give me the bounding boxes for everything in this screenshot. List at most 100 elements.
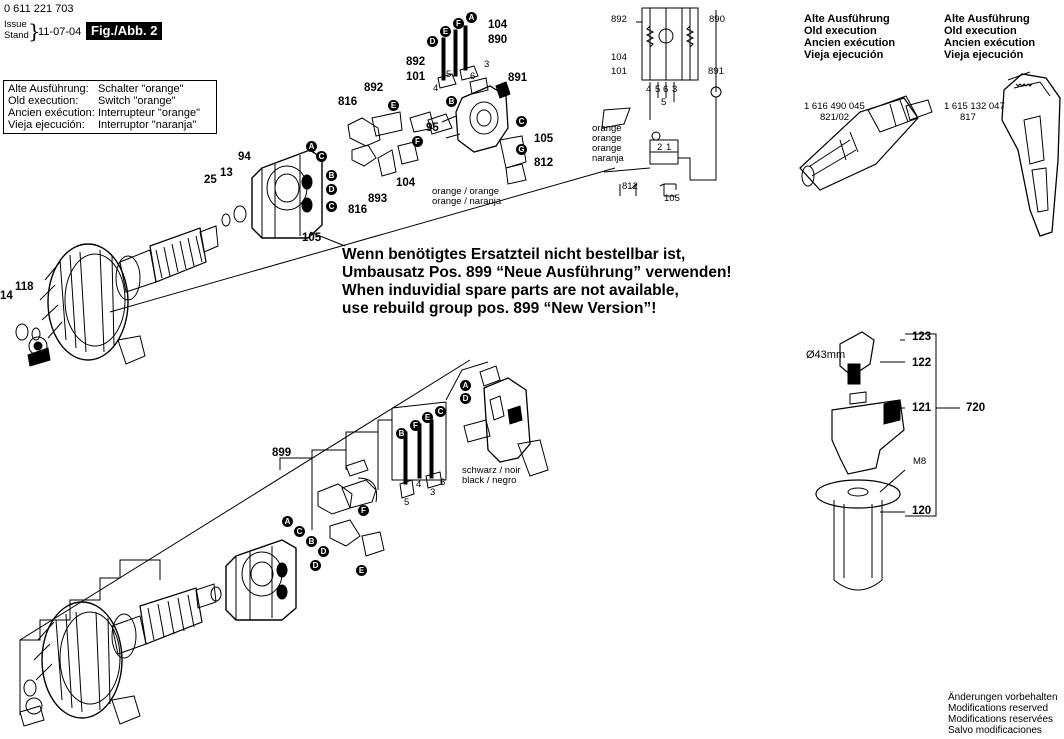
brace-glyph: } (28, 19, 41, 43)
brush-holder-upper (347, 111, 435, 177)
black-pair-label: schwarz / noir black / negro (462, 465, 521, 486)
old-right-ref: 817 (960, 112, 976, 123)
switch-box-line: Vieja ejecución:Interruptor "naranja" (8, 119, 197, 131)
badge-b: B (446, 96, 457, 107)
orange-pair-label: orange / orange orange / naranja (432, 186, 502, 207)
callout-105b: 105 (302, 232, 322, 244)
callout-13: 13 (220, 167, 233, 179)
lower-terminal-4: 4 (416, 479, 422, 490)
badge-f: F (412, 136, 423, 147)
badge-d: D (310, 560, 321, 571)
old-execution-handle (1001, 71, 1061, 237)
lower-terminal-3: 3 (430, 487, 436, 498)
badge-c: C (326, 201, 337, 212)
modifications-note: Änderungen vorbehalten Modifications res… (948, 692, 1058, 736)
wiring-terminal-3: 3 (672, 84, 678, 95)
callout-118: 118 (15, 281, 34, 293)
badge-a: A (460, 380, 471, 391)
wiring-terminal-1: 1 (666, 142, 672, 153)
callout-892: 892 (406, 56, 426, 68)
old-execution-shaft (799, 95, 933, 191)
callout-816b: 816 (348, 204, 368, 216)
rebuild-notice: Wenn benötigtes Ersatzteil nicht bestell… (342, 246, 732, 317)
callout-14: 14 (0, 290, 13, 302)
wiring-terminal-6: 6 (663, 84, 669, 95)
terminal-pins-upper (437, 25, 489, 95)
wiring-terminal-4: 4 (646, 84, 652, 95)
callout-899: 899 (272, 447, 292, 459)
switch-lower (463, 365, 549, 477)
old-left-part-number: 1 616 490 045 (804, 101, 865, 112)
badge-b: B (306, 536, 317, 547)
callout-121: 121 (912, 402, 932, 414)
badge-c: C (294, 526, 305, 537)
field-coil-upper (251, 149, 323, 239)
upper-terminal-6: 6 (470, 71, 476, 82)
figure-label: Fig./Abb. 2 (86, 22, 163, 40)
wiring-890: 890 (709, 14, 725, 25)
badge-f: F (410, 420, 421, 431)
badge-f: F (358, 505, 369, 516)
callout-720: 720 (966, 402, 986, 414)
armature-upper (115, 205, 247, 301)
wiring-892: 892 (611, 14, 627, 25)
brush-holder-lower (317, 459, 385, 557)
stand-label: Stand (4, 30, 29, 41)
old-left-ref: 821/02 (820, 112, 850, 123)
switch-upper (427, 81, 527, 185)
callout-120: 120 (912, 505, 932, 517)
side-handle (815, 331, 960, 591)
badge-b: B (326, 170, 337, 181)
callout-816: 816 (338, 96, 358, 108)
badge-d: D (318, 546, 329, 557)
issue-date: 11-07-04 (38, 26, 82, 38)
badge-e: E (422, 412, 433, 423)
callout-95: 95 (426, 122, 439, 134)
badge-a: A (306, 141, 317, 152)
gear-housing-lower (19, 601, 141, 727)
badge-g: G (516, 144, 527, 155)
badge-d: D (427, 36, 438, 47)
callout-892b: 892 (364, 82, 384, 94)
switch-box-line: Alte Ausführung:Schalter "orange" (8, 83, 184, 95)
upper-terminal-5: 5 (446, 69, 452, 80)
part-number: 0 611 221 703 (4, 3, 74, 15)
callout-812: 812 (534, 157, 554, 169)
badge-c: C (435, 406, 446, 417)
wiring-terminal-5b: 5 (661, 97, 667, 108)
field-coil-lower (225, 539, 297, 621)
wiring-812: 812 (622, 181, 638, 192)
callout-25: 25 (204, 174, 217, 186)
upper-terminal-4: 4 (433, 83, 439, 94)
callout-890: 890 (488, 34, 508, 46)
badge-c: C (516, 116, 527, 127)
upper-terminal-3: 3 (484, 59, 490, 70)
old-execution-right-label: Alte Ausführung Old execution Ancien exé… (944, 13, 1036, 61)
callout-891: 891 (508, 72, 528, 84)
callout-101: 101 (406, 71, 426, 83)
wiring-101: 101 (611, 66, 627, 77)
switch-box-line: Ancien exécution:Interrupteur "orange" (8, 107, 200, 119)
switch-box-line: Old execution:Switch "orange" (8, 95, 176, 107)
bolt-label: M8 (913, 456, 927, 467)
armature-lower (111, 583, 222, 659)
wiring-105: 105 (664, 193, 680, 204)
lower-terminal-5: 5 (404, 497, 410, 508)
badge-c: C (316, 151, 327, 162)
wiring-schematic (601, 7, 722, 197)
callout-123: 123 (912, 331, 932, 343)
wiring-terminal-2: 2 (657, 142, 663, 153)
callout-94: 94 (238, 151, 251, 163)
badge-e: E (440, 26, 451, 37)
rebuild-group-899-brackets (19, 359, 489, 715)
badge-e: E (356, 565, 367, 576)
callout-122: 122 (912, 357, 932, 369)
callout-104b: 104 (396, 177, 416, 189)
wiring-terminal-5: 5 (655, 84, 661, 95)
gear-housing-upper (15, 243, 146, 367)
orange-stack-label: orange orange orange naranja (592, 123, 624, 164)
badge-a: A (466, 12, 477, 23)
badge-d: D (326, 184, 337, 195)
badge-b: B (396, 428, 407, 439)
